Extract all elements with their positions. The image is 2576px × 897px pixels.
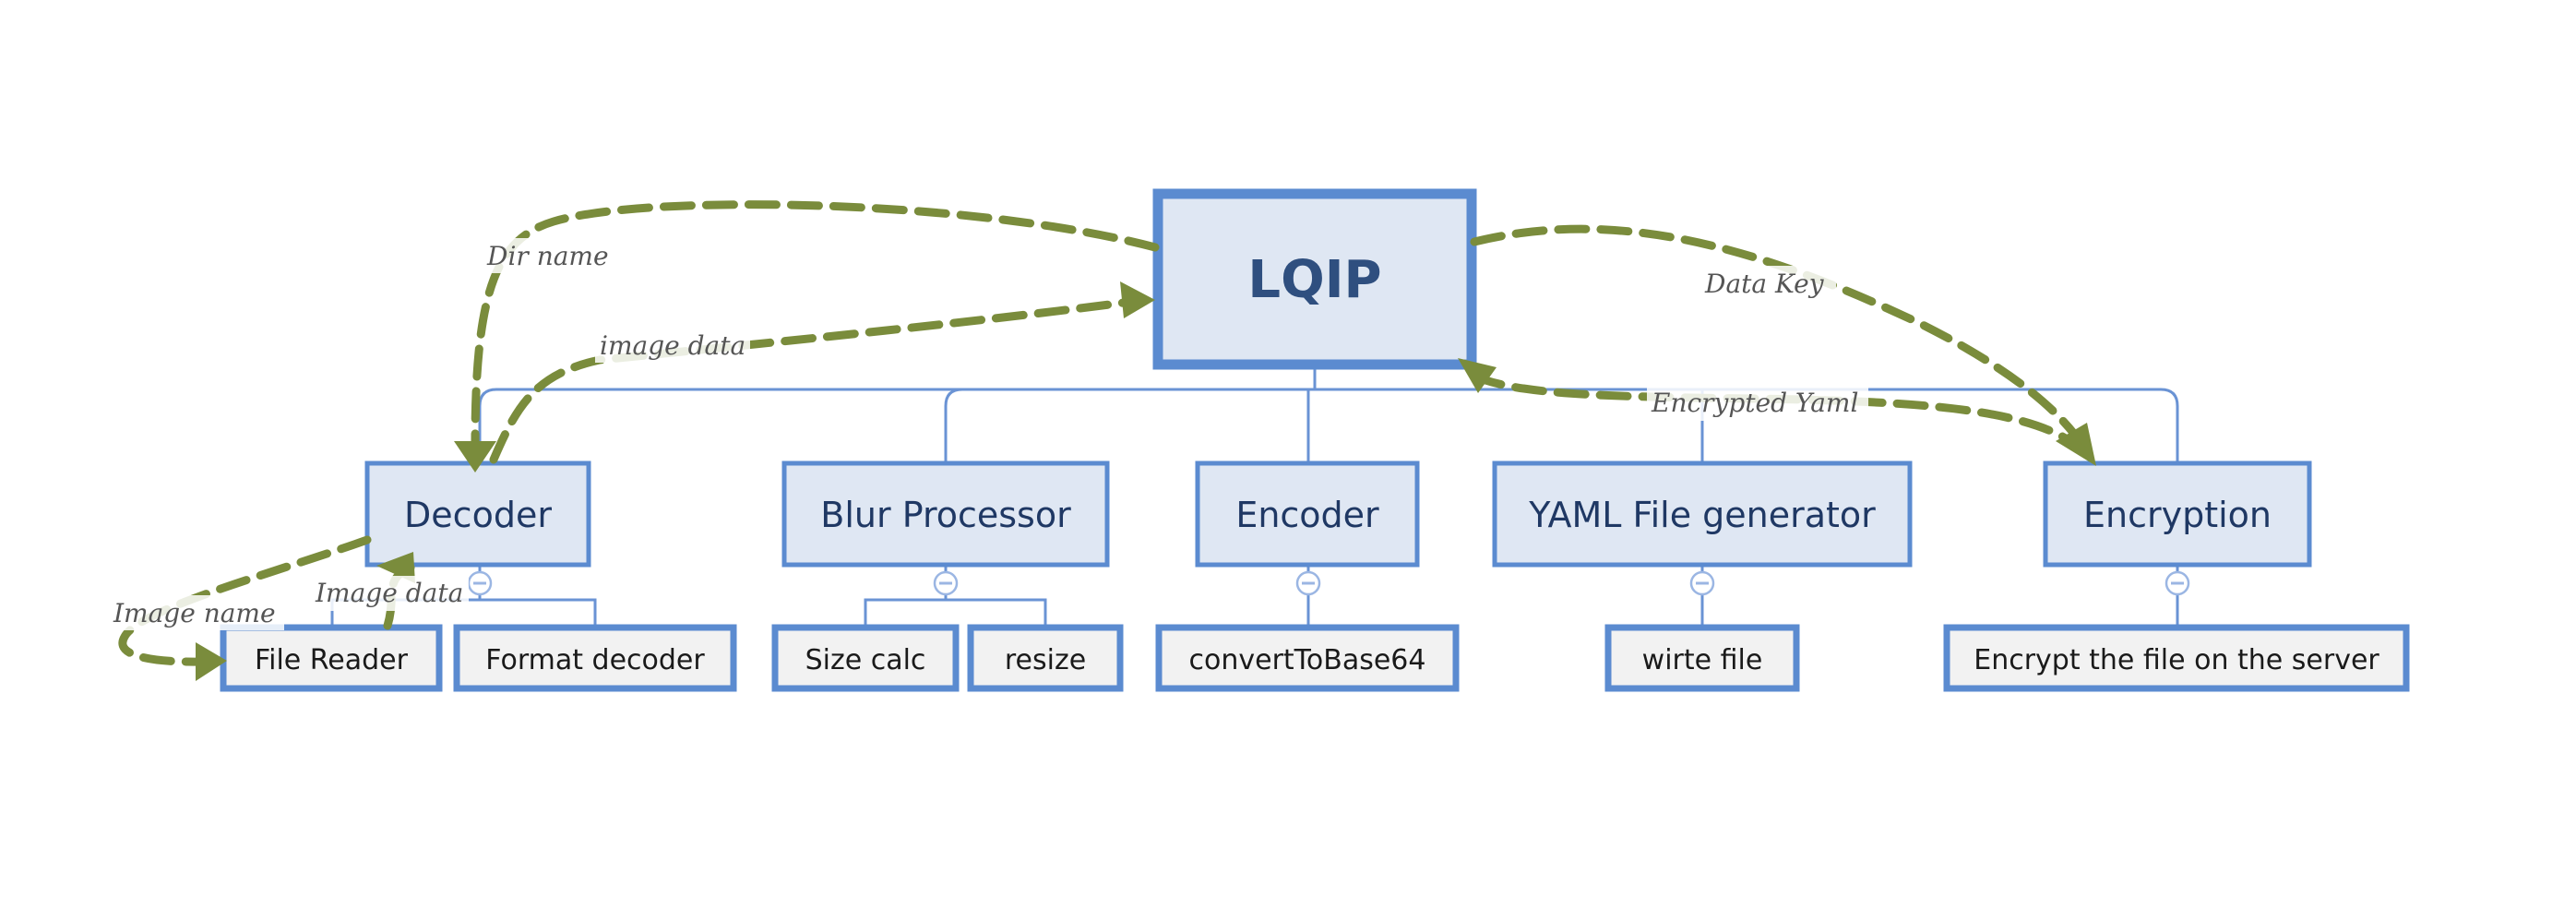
- leaf-format-decoder[interactable]: Format decoder: [453, 624, 737, 692]
- flow-dir-name: [471, 200, 1160, 448]
- flow-label-data-key: Data Key: [1704, 269, 1825, 299]
- arrowhead-icon: [196, 642, 227, 681]
- leaf-resize[interactable]: resize: [967, 624, 1124, 692]
- module-blur-processor[interactable]: Blur Processor: [781, 460, 1110, 568]
- arrowhead-icon: [376, 552, 415, 583]
- minus-circle-icon[interactable]: [1295, 570, 1321, 596]
- module-decoder[interactable]: Decoder: [364, 460, 591, 568]
- minus-circle-icon[interactable]: [467, 570, 493, 596]
- leaf-label-wirte-file: wirte file: [1642, 644, 1763, 676]
- minus-circle-icon[interactable]: [933, 570, 959, 596]
- leaf-convert-to-base64[interactable]: convertToBase64: [1155, 624, 1460, 692]
- module-label-encryption: Encryption: [2083, 495, 2272, 535]
- leaf-label-format-decoder: Format decoder: [485, 644, 705, 676]
- flow-label-image-data: image data: [600, 330, 745, 361]
- module-label-decoder: Decoder: [404, 495, 552, 535]
- arrowhead-icon: [1458, 358, 1497, 393]
- leaf-label-resize: resize: [1005, 644, 1086, 676]
- leaf-label-encrypt-file: Encrypt the file on the server: [1974, 644, 2379, 676]
- leaf-encrypt-file[interactable]: Encrypt the file on the server: [1943, 624, 2410, 692]
- leaf-file-reader[interactable]: File Reader: [220, 624, 443, 692]
- root-node[interactable]: LQIP: [1152, 188, 1477, 370]
- flow-labels: Dir name image data Data Key Encrypted Y…: [109, 238, 1868, 630]
- module-encoder[interactable]: Encoder: [1195, 460, 1420, 568]
- flow-label-encrypted-yaml: Encrypted Yaml: [1651, 388, 1858, 418]
- leaf-wirte-file[interactable]: wirte file: [1604, 624, 1800, 692]
- leaf-label-size-calc: Size calc: [805, 644, 926, 676]
- leaf-label-file-reader: File Reader: [255, 644, 409, 676]
- flow-image-data: [489, 298, 1128, 464]
- minus-circle-icon[interactable]: [2165, 570, 2190, 596]
- leaf-label-convert-to-base64: convertToBase64: [1189, 644, 1426, 676]
- flow-image-name: [118, 535, 372, 666]
- leaf-size-calc[interactable]: Size calc: [771, 624, 960, 692]
- flow-label-dir-name: Dir name: [486, 241, 609, 271]
- module-label-blur-processor: Blur Processor: [820, 495, 1071, 535]
- module-encryption[interactable]: Encryption: [2043, 460, 2312, 568]
- module-label-encoder: Encoder: [1235, 495, 1379, 535]
- minus-circle-icon[interactable]: [1689, 570, 1715, 596]
- flow-label-image-data-return: Image data: [315, 578, 463, 608]
- root-label: LQIP: [1247, 250, 1381, 310]
- flow-label-image-name: Image name: [113, 598, 276, 628]
- arrowhead-icon: [1120, 281, 1155, 318]
- module-label-yaml-file-generator: YAML File generator: [1528, 495, 1876, 535]
- arrowhead-icon: [454, 441, 496, 472]
- flow-data-key: [1470, 224, 2079, 438]
- module-yaml-file-generator[interactable]: YAML File generator: [1492, 460, 1913, 568]
